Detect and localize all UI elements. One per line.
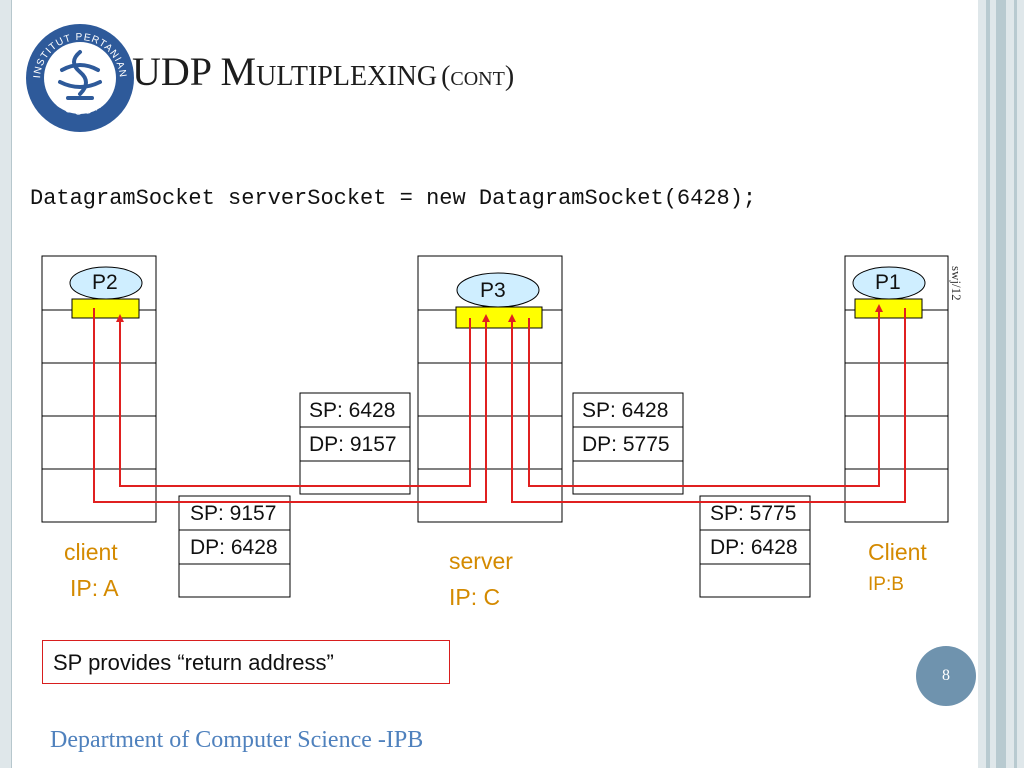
seg-b-to-c-sp: SP: 5775 xyxy=(710,502,797,525)
seg-b-to-c-dp: DP: 6428 xyxy=(710,536,798,559)
seg-a-to-c-sp: SP: 9157 xyxy=(190,502,277,525)
seg-c-to-b-dp: DP: 5775 xyxy=(582,433,670,456)
segment-c-to-a-box xyxy=(299,392,411,495)
client-b-name: Client xyxy=(868,539,927,565)
arrow-b-to-c xyxy=(508,308,906,503)
title-sub: (cont) xyxy=(441,61,515,92)
client-b-ip: IP:B xyxy=(868,574,904,595)
left-border xyxy=(0,0,12,768)
seg-c-to-a-sp: SP: 6428 xyxy=(309,399,396,422)
seg-c-to-b-sp: SP: 6428 xyxy=(582,399,669,422)
p1-ellipse xyxy=(852,266,926,300)
client-a-ip: IP: A xyxy=(70,575,119,601)
ipb-logo: INSTITUT PERTANIAN BOGOR xyxy=(26,24,134,132)
code-line: DatagramSocket serverSocket = new Datagr… xyxy=(30,186,757,211)
side-note: swj/12 xyxy=(949,266,964,301)
p3-ellipse xyxy=(456,272,540,308)
right-border xyxy=(978,0,1024,768)
slide-title: UDP Multiplexing (cont) xyxy=(132,48,514,95)
seg-c-to-a-dp: DP: 9157 xyxy=(309,433,397,456)
client-a-socket xyxy=(71,298,140,319)
arrow-a-to-c xyxy=(93,308,490,503)
client-b-socket xyxy=(854,298,923,319)
segment-a-to-c-box xyxy=(178,495,291,598)
server-name: server xyxy=(449,548,513,574)
return-address-note: SP provides “return address” xyxy=(42,640,450,684)
process-p1: P1 xyxy=(875,271,901,294)
segment-b-to-c-box xyxy=(699,495,811,598)
p2-ellipse xyxy=(69,266,143,300)
process-p3: P3 xyxy=(480,279,506,302)
seg-a-to-c-dp: DP: 6428 xyxy=(190,536,278,559)
process-p2: P2 xyxy=(92,271,118,294)
footer-department: Department of Computer Science -IPB xyxy=(50,727,424,753)
server-ip: IP: C xyxy=(449,584,501,610)
arrow-c-to-b xyxy=(528,304,883,487)
client-a-name: client xyxy=(64,539,118,565)
page-number: 8 xyxy=(916,646,976,706)
arrow-c-to-a xyxy=(116,314,471,487)
segment-c-to-b-box xyxy=(572,392,684,495)
title-main: UDP Multiplexing xyxy=(132,49,438,94)
